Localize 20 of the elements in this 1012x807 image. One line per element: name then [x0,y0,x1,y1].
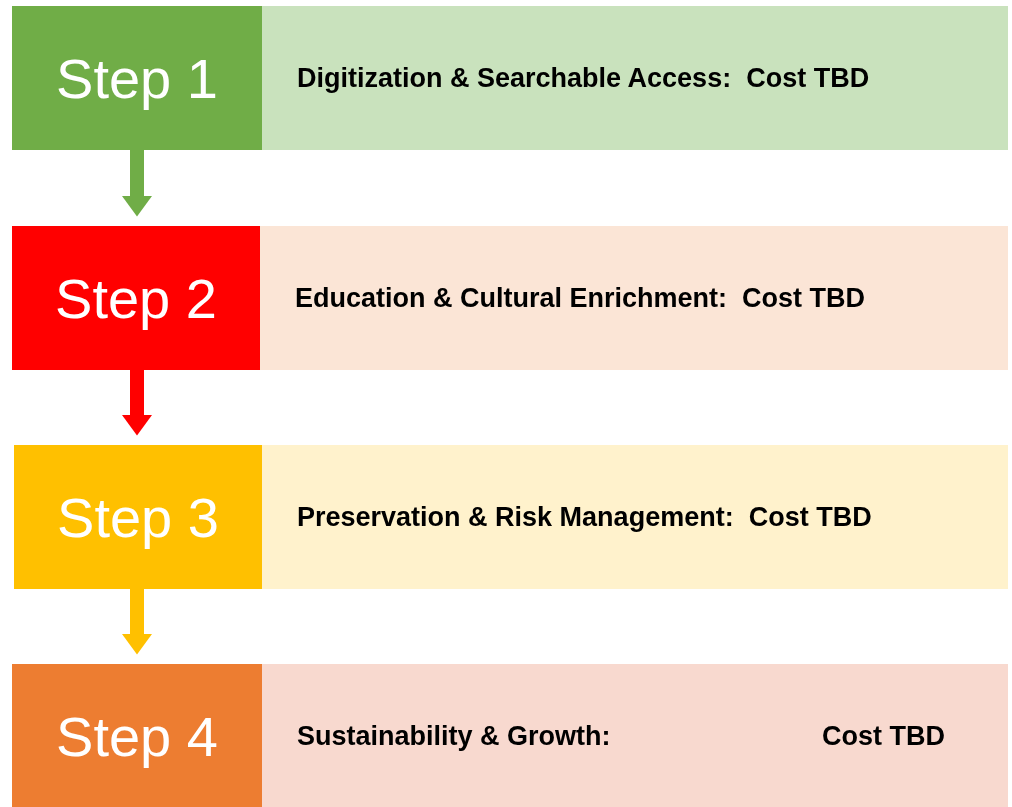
description-band [260,226,1008,370]
step-box [12,6,262,150]
step-label: Step 2 [54,265,218,331]
step-box [12,226,260,370]
description-text: Sustainability & Growth: [297,720,611,751]
arrow [122,370,152,436]
description-band [262,6,1008,150]
description-text: Cost TBD [822,720,945,751]
arrow [122,589,152,655]
step-box [12,664,262,807]
description-text: Preservation & Risk Management: Cost TBD [297,501,872,533]
description-band [262,445,1008,589]
step-label: Step 4 [55,703,219,768]
arrow [122,150,152,217]
step-box [14,445,262,589]
description-band [262,664,1008,807]
step-label: Step 1 [55,45,219,111]
description-text: Digitization & Searchable Access: Cost TBD [297,62,870,94]
description-text: Education & Cultural Enrichment: Cost TBD [295,282,866,314]
step-label: Step 3 [56,484,220,550]
